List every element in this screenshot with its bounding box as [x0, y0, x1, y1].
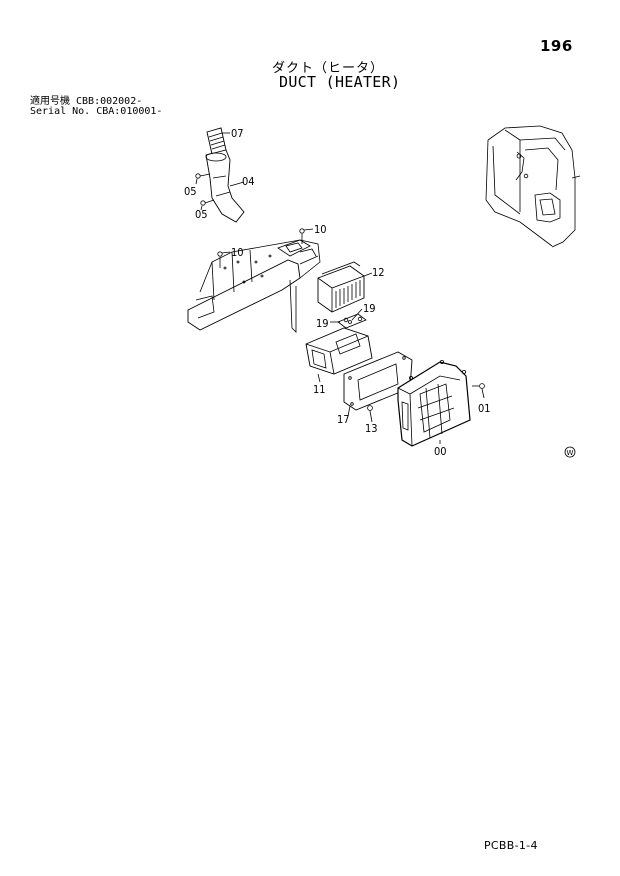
- callout-17: 17: [337, 413, 350, 426]
- callout-00: 00: [434, 445, 447, 458]
- part-05-bolts: [195, 173, 215, 211]
- title-japanese: ダクト（ヒータ）: [272, 61, 385, 76]
- callout-05-upper: 05: [184, 185, 197, 198]
- part-11-heater-case: [305, 313, 373, 383]
- page-number: 196: [540, 37, 573, 55]
- callout-07: 07: [231, 127, 244, 140]
- cab-outline: [485, 125, 581, 248]
- part-10-bolts: [217, 228, 314, 268]
- part-00-heater-unit: [397, 359, 471, 447]
- callout-19-left: 19: [316, 317, 329, 330]
- svg-text:W: W: [567, 449, 574, 457]
- callout-10-upper: 10: [314, 223, 327, 236]
- callout-19-right: 19: [363, 302, 376, 315]
- callout-11: 11: [313, 383, 326, 396]
- footer-page-code: PCBB-1-4: [484, 839, 538, 852]
- circled-marker: W: [564, 446, 576, 458]
- serial-applicable-line: 適用号機 CBB:002002-: [30, 96, 143, 107]
- callout-12: 12: [372, 266, 385, 279]
- serial-number-line: Serial No. CBA:010001-: [30, 106, 163, 117]
- callout-04: 04: [242, 175, 255, 188]
- part-01-bolt: [472, 383, 485, 399]
- part-07-louver: [206, 127, 230, 155]
- part-13-bolt: [367, 405, 373, 423]
- part-frame: [187, 239, 321, 333]
- part-12-filter: [317, 261, 373, 313]
- title-english: DUCT (HEATER): [279, 73, 401, 91]
- part-19-leaders: [330, 308, 363, 324]
- callout-01: 01: [478, 402, 491, 415]
- callout-05-lower: 05: [195, 208, 208, 221]
- callout-10-lower: 10: [231, 246, 244, 259]
- callout-13: 13: [365, 422, 378, 435]
- part-04-duct: [205, 149, 245, 223]
